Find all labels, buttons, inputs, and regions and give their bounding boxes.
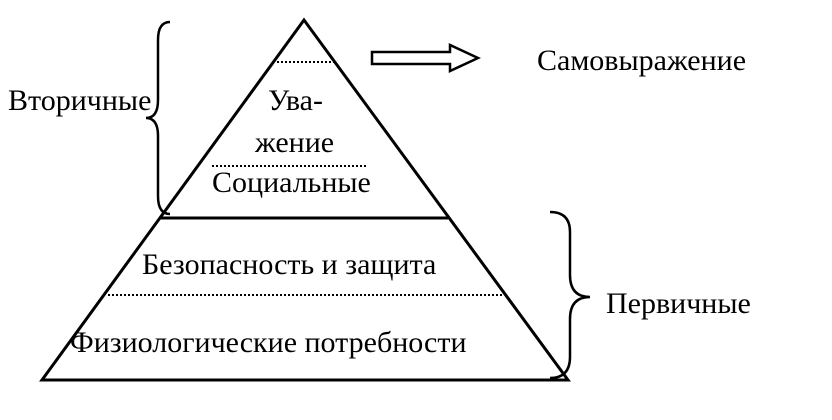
social-label: Социальные bbox=[212, 166, 371, 199]
arrow-icon bbox=[370, 43, 481, 73]
esteem-label-line2: жение bbox=[254, 126, 334, 159]
secondary-needs-label: Вторичные bbox=[8, 84, 151, 117]
safety-label: Безопасность и защита bbox=[142, 248, 436, 281]
right-brace-icon bbox=[549, 210, 591, 380]
self-expression-label: Самовыражение bbox=[537, 44, 746, 77]
primary-needs-label: Первичные bbox=[606, 287, 751, 320]
left-brace-icon bbox=[145, 20, 171, 216]
physiological-label: Физиологические потребности bbox=[70, 326, 467, 359]
esteem-label-line1: Ува- bbox=[268, 84, 323, 117]
pyramid-outline bbox=[39, 17, 571, 382]
